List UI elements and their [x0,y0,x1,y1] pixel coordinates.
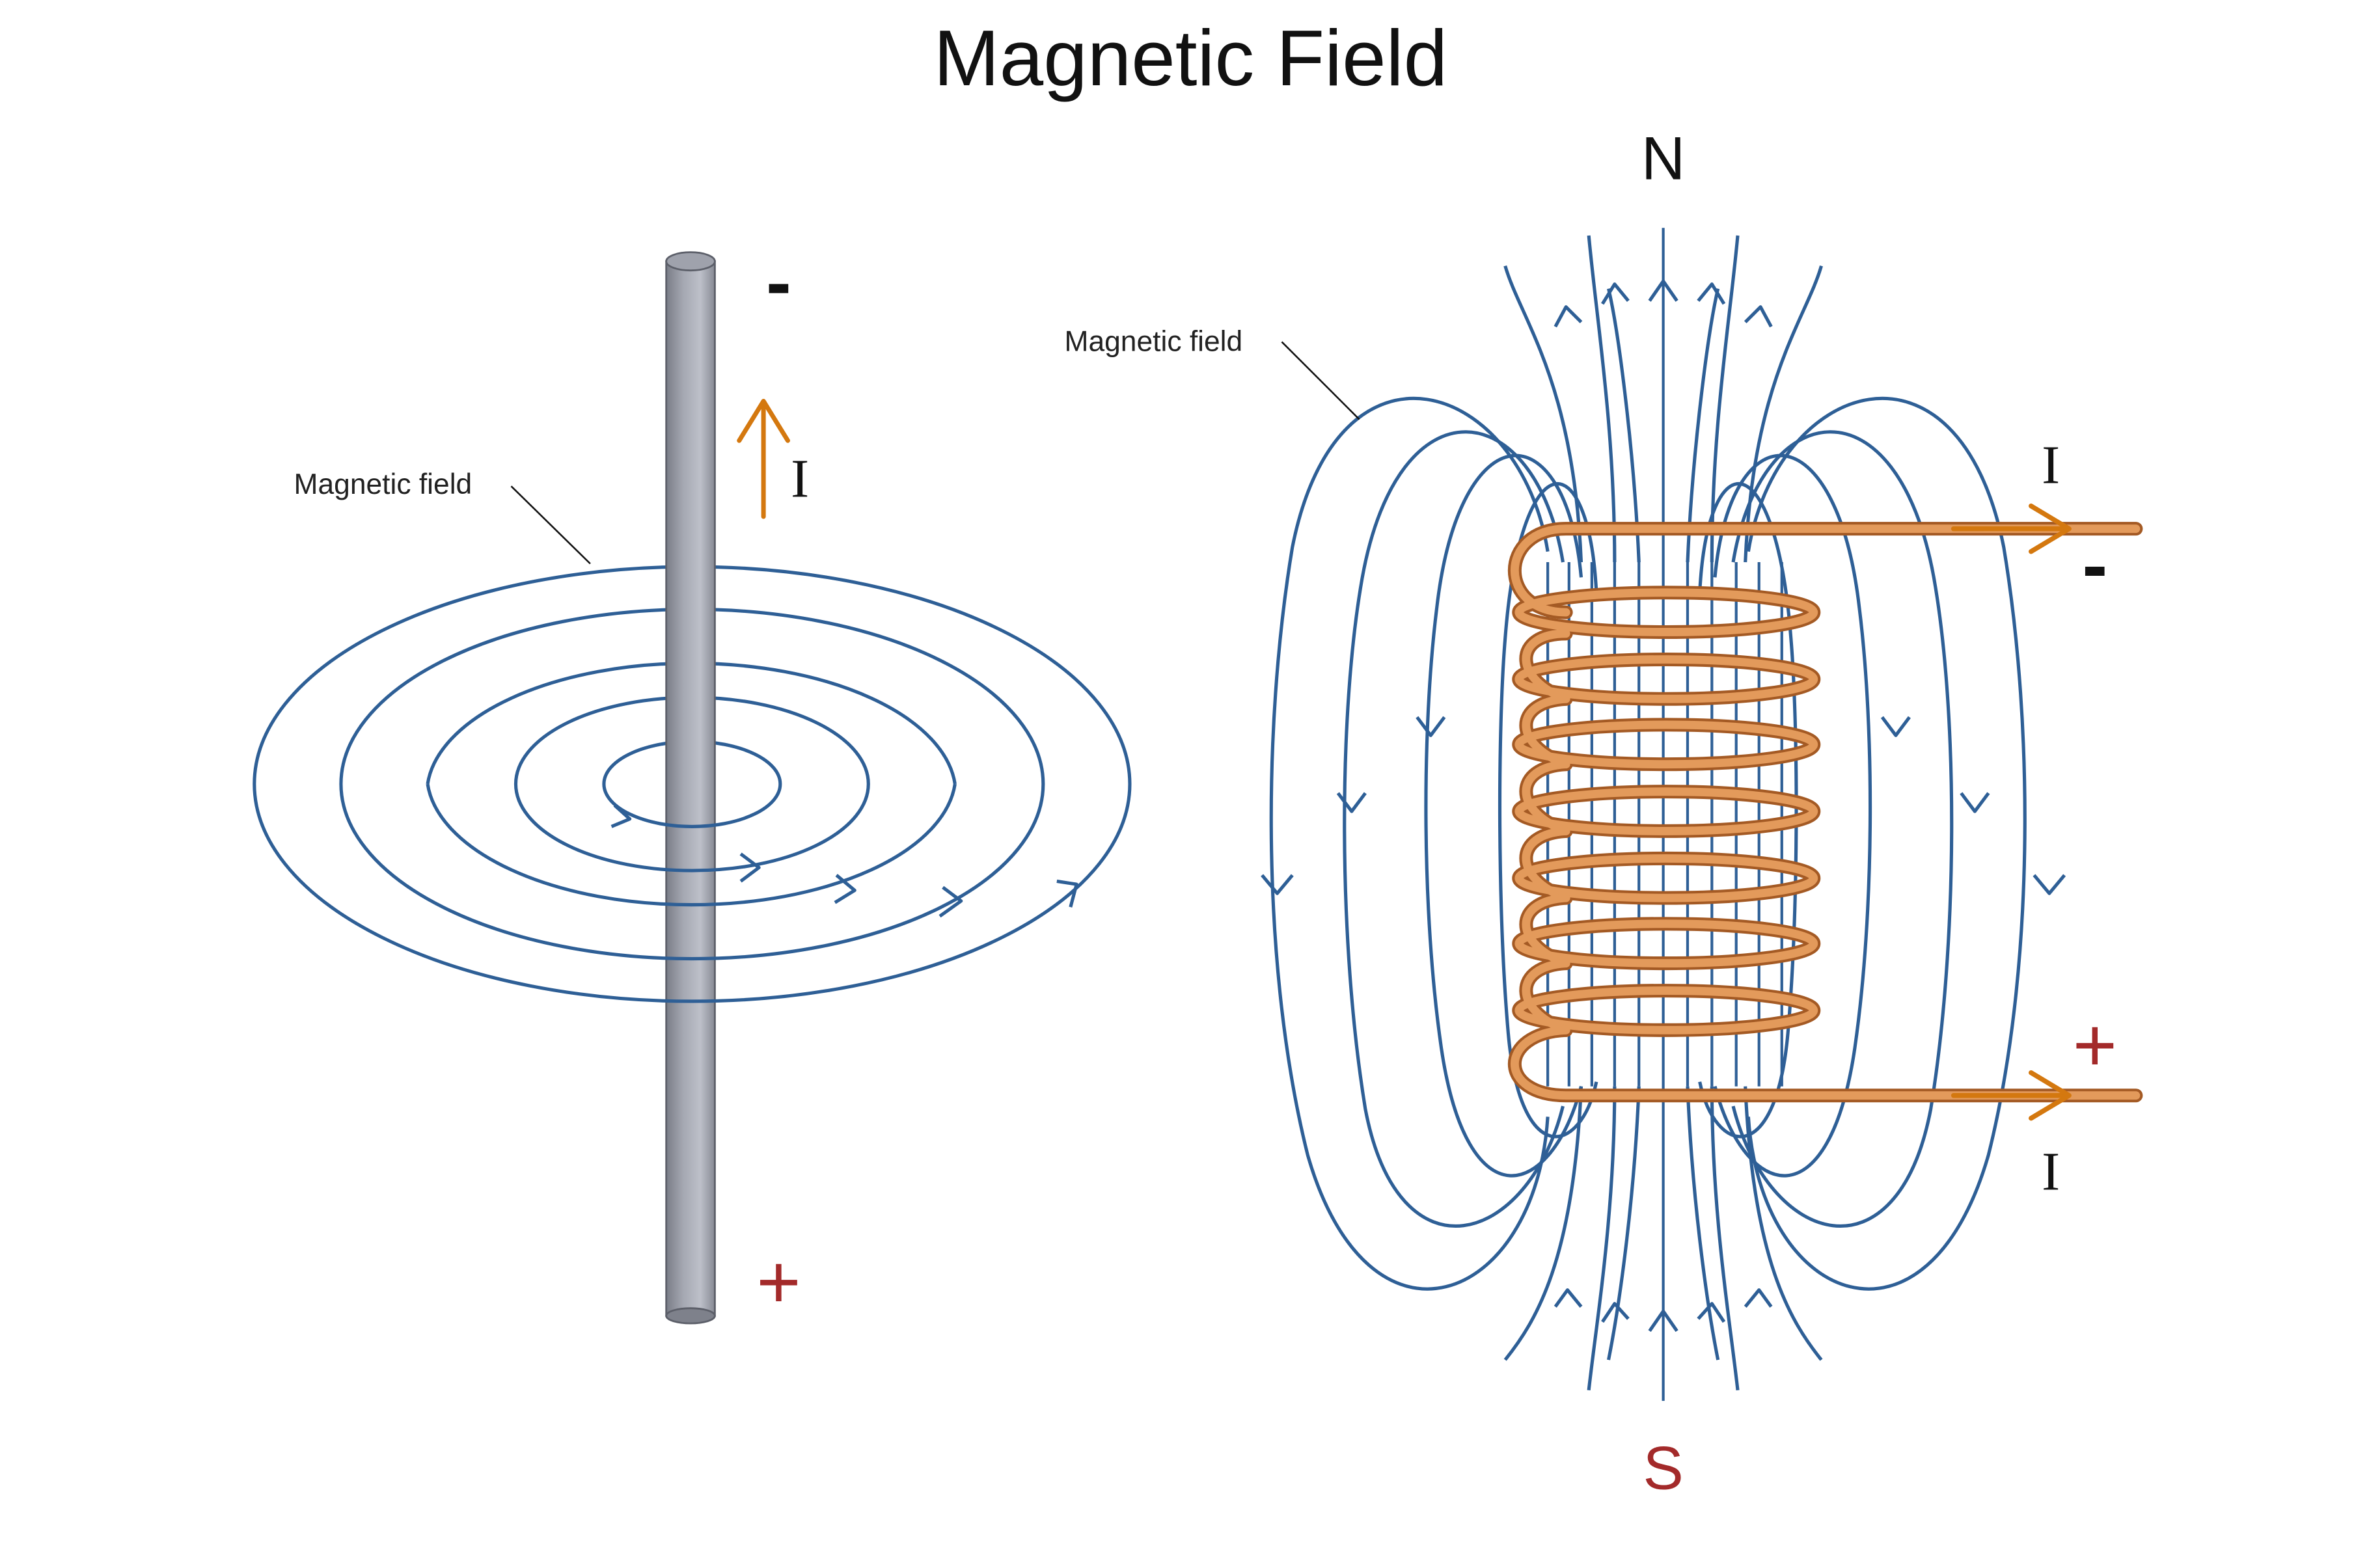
wire-field-leader [510,485,591,565]
bottom-lead-current-label: I [2042,1142,2060,1202]
current-arrow-icon [1951,503,2072,1121]
north-open-field-lines [1503,235,1823,563]
conductor-rod [665,251,716,1325]
south-pole-label: S [1643,1434,1683,1502]
south-open-field-lines [1503,1086,1823,1391]
field-direction-arrow-icon [1261,279,2066,1332]
wire-current-label: I [791,449,809,509]
solenoid-field-leader [1281,341,1360,420]
copper-coil [1507,522,2143,1103]
solenoid-field-label: Magnetic field [1065,325,1243,357]
wire-positive-sign: + [756,1239,801,1325]
solenoid-inner-field-lines [1546,228,1783,1401]
bottom-lead-positive-sign: + [2073,1002,2117,1087]
top-lead-current-label: I [2042,435,2060,496]
wire-negative-sign: - [766,239,791,325]
solenoid-figure: Magnetic field N S I - + I [1065,124,2143,1502]
page-title: Magnetic Field [934,14,1448,102]
straight-wire-figure: Magnetic field I - + [253,239,1132,1325]
solenoid-field-loops [1269,396,2027,1291]
north-pole-label: N [1641,124,1685,193]
field-direction-arrow-icon [610,804,1078,918]
current-arrow-icon [737,399,790,519]
wire-field-label: Magnetic field [294,468,472,500]
top-lead-negative-sign: - [2082,522,2107,607]
